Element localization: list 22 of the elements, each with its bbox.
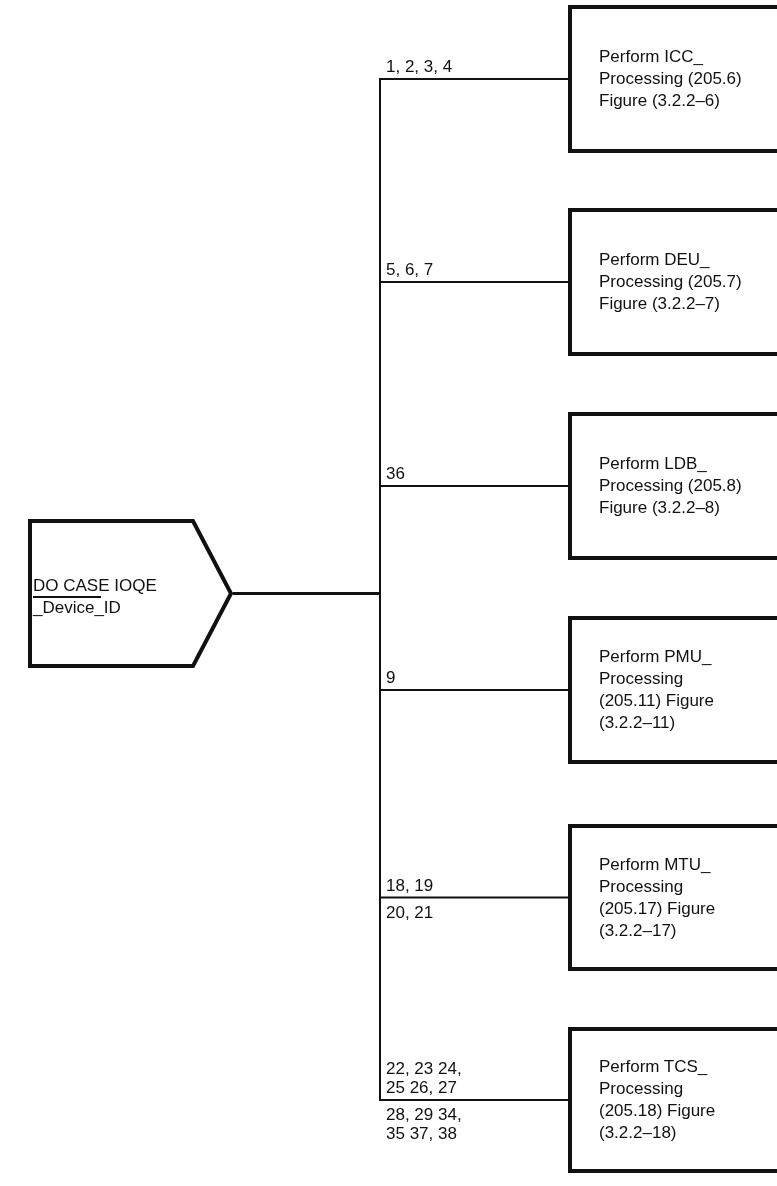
case-label: 28, 29 34, 35 37, 38 — [386, 1105, 463, 1143]
edge-label: 18, 19 — [386, 875, 435, 895]
process-box — [568, 208, 777, 356]
edge-label: 36 — [386, 464, 406, 483]
process-box — [568, 412, 777, 560]
node-text: Perform TCS_ Processing (205.18) Figure (3.2.2–18) — [599, 1056, 717, 1144]
node-text: Perform DEU_ Processing (205.7) Figure (3.2.2–7) — [599, 249, 743, 315]
edge-label: 1, 2, 3, 4 — [386, 57, 454, 76]
case-pentagon — [28, 519, 233, 668]
process-box — [568, 824, 777, 971]
process-box — [568, 616, 777, 764]
edge-label: 9 — [386, 668, 397, 687]
node-text: Perform MTU_ Processing (205.17) Figure (3.2.2–17) — [599, 853, 717, 942]
process-box — [568, 5, 777, 153]
case-label: 20, 21 — [386, 902, 435, 922]
process-box — [568, 1027, 777, 1173]
edge-label: 5, 6, 7 — [386, 260, 435, 279]
node-text: Perform PMU_ Processing (205.11) Figure (3.2.2–11) — [599, 646, 715, 734]
edge-label: 22, 23 24, 25 26, 27 — [386, 1059, 463, 1097]
node-text: DO CASE IOQE _Device_ID — [33, 575, 158, 619]
node-text: Perform ICC_ Processing (205.6) Figure (3.2.2–6) — [599, 46, 743, 112]
node-text: Perform LDB_ Processing (205.8) Figure (3.2.2–8) — [599, 453, 743, 519]
